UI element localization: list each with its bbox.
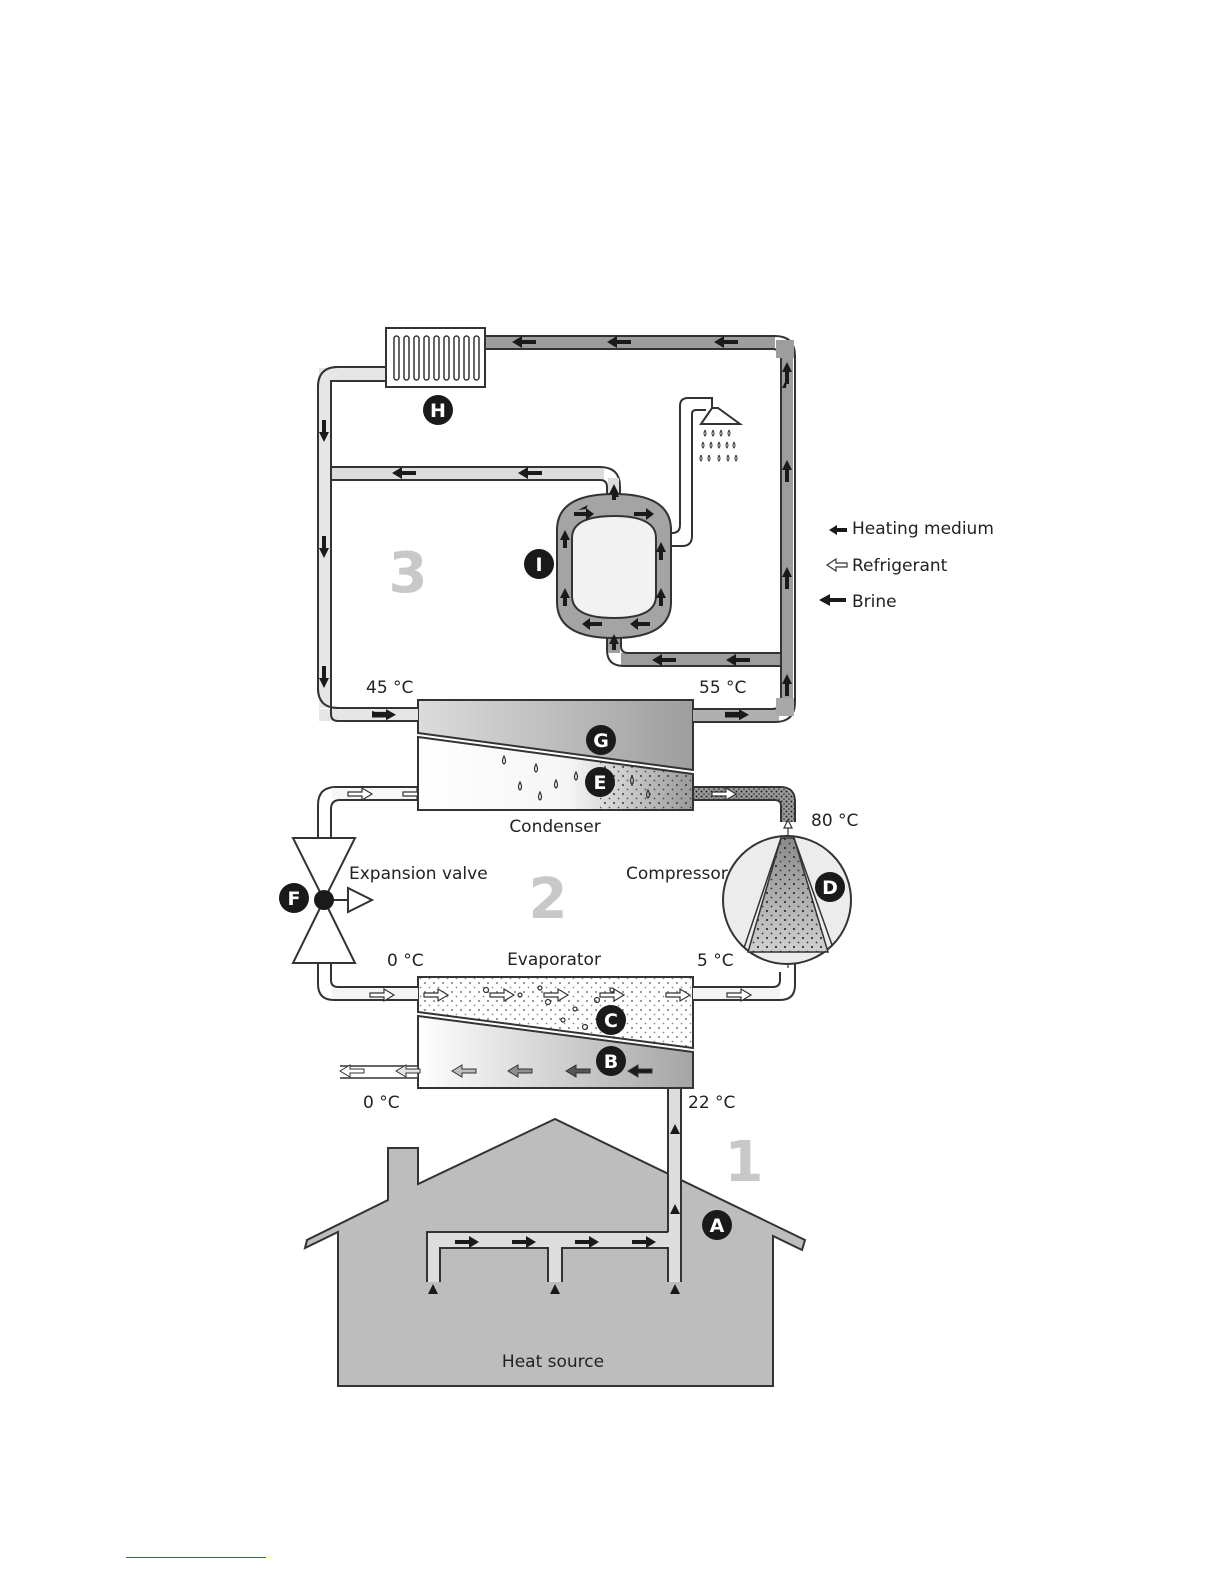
temp-heating-return: 45 °C [366, 678, 413, 698]
legend-brine-icon [819, 594, 846, 606]
svg-text:E: E [594, 772, 607, 794]
compressor: Compressor [626, 836, 851, 964]
radiator [386, 328, 485, 387]
badge-i: I [524, 549, 554, 579]
evaporator-label: Evaporator [507, 950, 601, 970]
temp-evaporator-out: 5 °C [697, 951, 734, 971]
expansion-valve-label: Expansion valve [349, 864, 488, 884]
temp-evaporator-in: 0 °C [387, 951, 424, 971]
badge-c: C [596, 1005, 626, 1035]
section-number-3: 3 [389, 541, 428, 606]
heating-circuit [318, 328, 795, 722]
condenser-label: Condenser [509, 817, 600, 837]
legend-heating-medium-icon [829, 525, 847, 535]
heat-source-label: Heat source [502, 1352, 604, 1372]
legend-brine-label: Brine [852, 592, 897, 612]
legend: Heating medium Refrigerant Brine [819, 519, 994, 612]
svg-text:B: B [604, 1051, 618, 1073]
badge-b: B [596, 1046, 626, 1076]
footnote-rule [126, 1557, 266, 1558]
badge-d: D [815, 872, 845, 902]
legend-refrigerant-icon [827, 559, 847, 571]
badge-e: E [585, 767, 615, 797]
svg-text:H: H [430, 400, 446, 422]
temp-brine-in: 22 °C [688, 1093, 735, 1113]
badge-f: F [279, 883, 309, 913]
temp-brine-out: 0 °C [363, 1093, 400, 1113]
svg-text:A: A [710, 1215, 725, 1237]
house: Heat source [305, 1082, 805, 1386]
badge-h: H [423, 395, 453, 425]
section-number-1: 1 [725, 1130, 764, 1195]
svg-text:G: G [593, 730, 609, 752]
badge-g: G [586, 725, 616, 755]
expansion-valve: Expansion valve [293, 838, 488, 963]
badge-a: A [702, 1210, 732, 1240]
section-number-2: 2 [529, 867, 568, 932]
legend-heating-medium-label: Heating medium [852, 519, 994, 539]
legend-refrigerant-label: Refrigerant [852, 556, 948, 576]
svg-text:F: F [288, 888, 301, 910]
temp-compressor-out: 80 °C [811, 811, 858, 831]
svg-text:D: D [822, 877, 838, 899]
temp-heating-supply: 55 °C [699, 678, 746, 698]
shower-drops [700, 430, 737, 461]
svg-text:I: I [535, 554, 542, 576]
svg-text:C: C [604, 1010, 618, 1032]
compressor-label: Compressor [626, 864, 728, 884]
